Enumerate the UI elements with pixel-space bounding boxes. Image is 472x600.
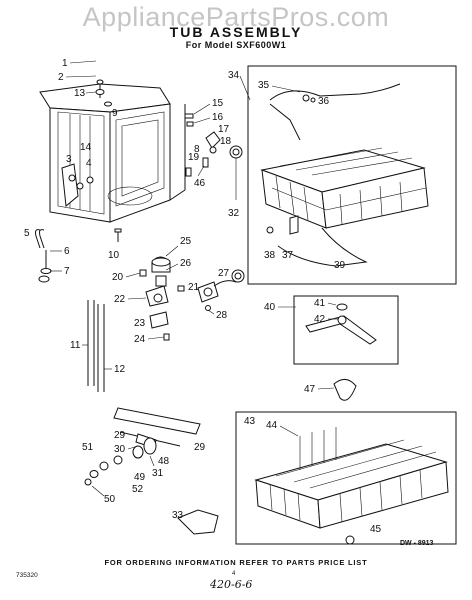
callout-8: 8 xyxy=(194,144,200,155)
callout-30: 30 xyxy=(114,444,126,455)
callout-43: 43 xyxy=(244,416,256,427)
upper-rack-drawing xyxy=(247,65,457,285)
callout-21: 21 xyxy=(188,282,200,293)
callout-24: 24 xyxy=(134,334,146,345)
callout-4: 4 xyxy=(86,158,92,169)
callout-29a: 29 xyxy=(114,430,126,441)
callout-14: 14 xyxy=(80,142,92,153)
callout-47: 47 xyxy=(304,384,316,395)
callout-11: 11 xyxy=(70,340,81,351)
callout-labels: 1 2 3 4 5 6 7 8 9 10 11 12 13 14 15 16 1… xyxy=(24,58,382,535)
callout-49: 49 xyxy=(134,472,146,483)
callout-12: 12 xyxy=(114,364,126,375)
callout-27: 27 xyxy=(218,268,230,279)
callout-41: 41 xyxy=(314,298,326,309)
callout-10: 10 xyxy=(108,250,120,261)
callout-35: 35 xyxy=(258,80,270,91)
callout-15: 15 xyxy=(212,98,224,109)
callout-48: 48 xyxy=(158,456,170,467)
callout-31: 31 xyxy=(152,468,164,479)
callout-13: 13 xyxy=(74,88,86,99)
spray-arm-drawing xyxy=(293,295,399,401)
tub-drawing xyxy=(35,79,186,283)
callout-20: 20 xyxy=(112,272,124,283)
handwritten-note: 420-6-6 xyxy=(210,578,253,591)
callout-36: 36 xyxy=(318,96,330,107)
callout-34: 34 xyxy=(228,70,240,81)
diagram-title: TUB ASSEMBLY xyxy=(169,24,303,40)
callout-23: 23 xyxy=(134,318,146,329)
callout-32: 32 xyxy=(228,208,240,219)
callout-5: 5 xyxy=(24,228,30,239)
diagram-code: DW - 8913 xyxy=(400,540,434,547)
callout-38: 38 xyxy=(264,250,276,261)
callout-46: 46 xyxy=(194,178,206,189)
callout-3: 3 xyxy=(66,154,72,165)
callout-33: 33 xyxy=(172,510,184,521)
callout-9: 9 xyxy=(112,108,118,119)
callout-45: 45 xyxy=(370,524,382,535)
footer-text: FOR ORDERING INFORMATION REFER TO PARTS … xyxy=(104,558,368,567)
corner-code: 735320 xyxy=(16,572,38,579)
callout-2: 2 xyxy=(58,72,64,83)
callout-25: 25 xyxy=(180,236,192,247)
callout-37: 37 xyxy=(282,250,294,261)
callout-51: 51 xyxy=(82,442,94,453)
callout-19: 19 xyxy=(188,152,200,163)
callout-16: 16 xyxy=(212,112,224,123)
callout-6: 6 xyxy=(64,246,70,257)
callout-39: 39 xyxy=(334,260,346,271)
callout-1: 1 xyxy=(62,58,68,69)
callout-40: 40 xyxy=(264,302,276,313)
callout-7: 7 xyxy=(64,266,70,277)
callout-22: 22 xyxy=(114,294,126,305)
callout-44: 44 xyxy=(266,420,278,431)
middle-parts-drawing xyxy=(84,113,245,535)
callout-18: 18 xyxy=(220,136,232,147)
callout-52: 52 xyxy=(132,484,144,495)
model-line: For Model SXF600W1 xyxy=(185,40,287,50)
lower-rack-drawing xyxy=(235,411,457,545)
callout-29b: 29 xyxy=(194,442,206,453)
page-number: 4 xyxy=(232,571,236,577)
callout-50: 50 xyxy=(104,494,116,505)
callout-42: 42 xyxy=(314,314,326,325)
callout-26: 26 xyxy=(180,258,192,269)
callout-17: 17 xyxy=(218,124,230,135)
callout-28: 28 xyxy=(216,310,228,321)
